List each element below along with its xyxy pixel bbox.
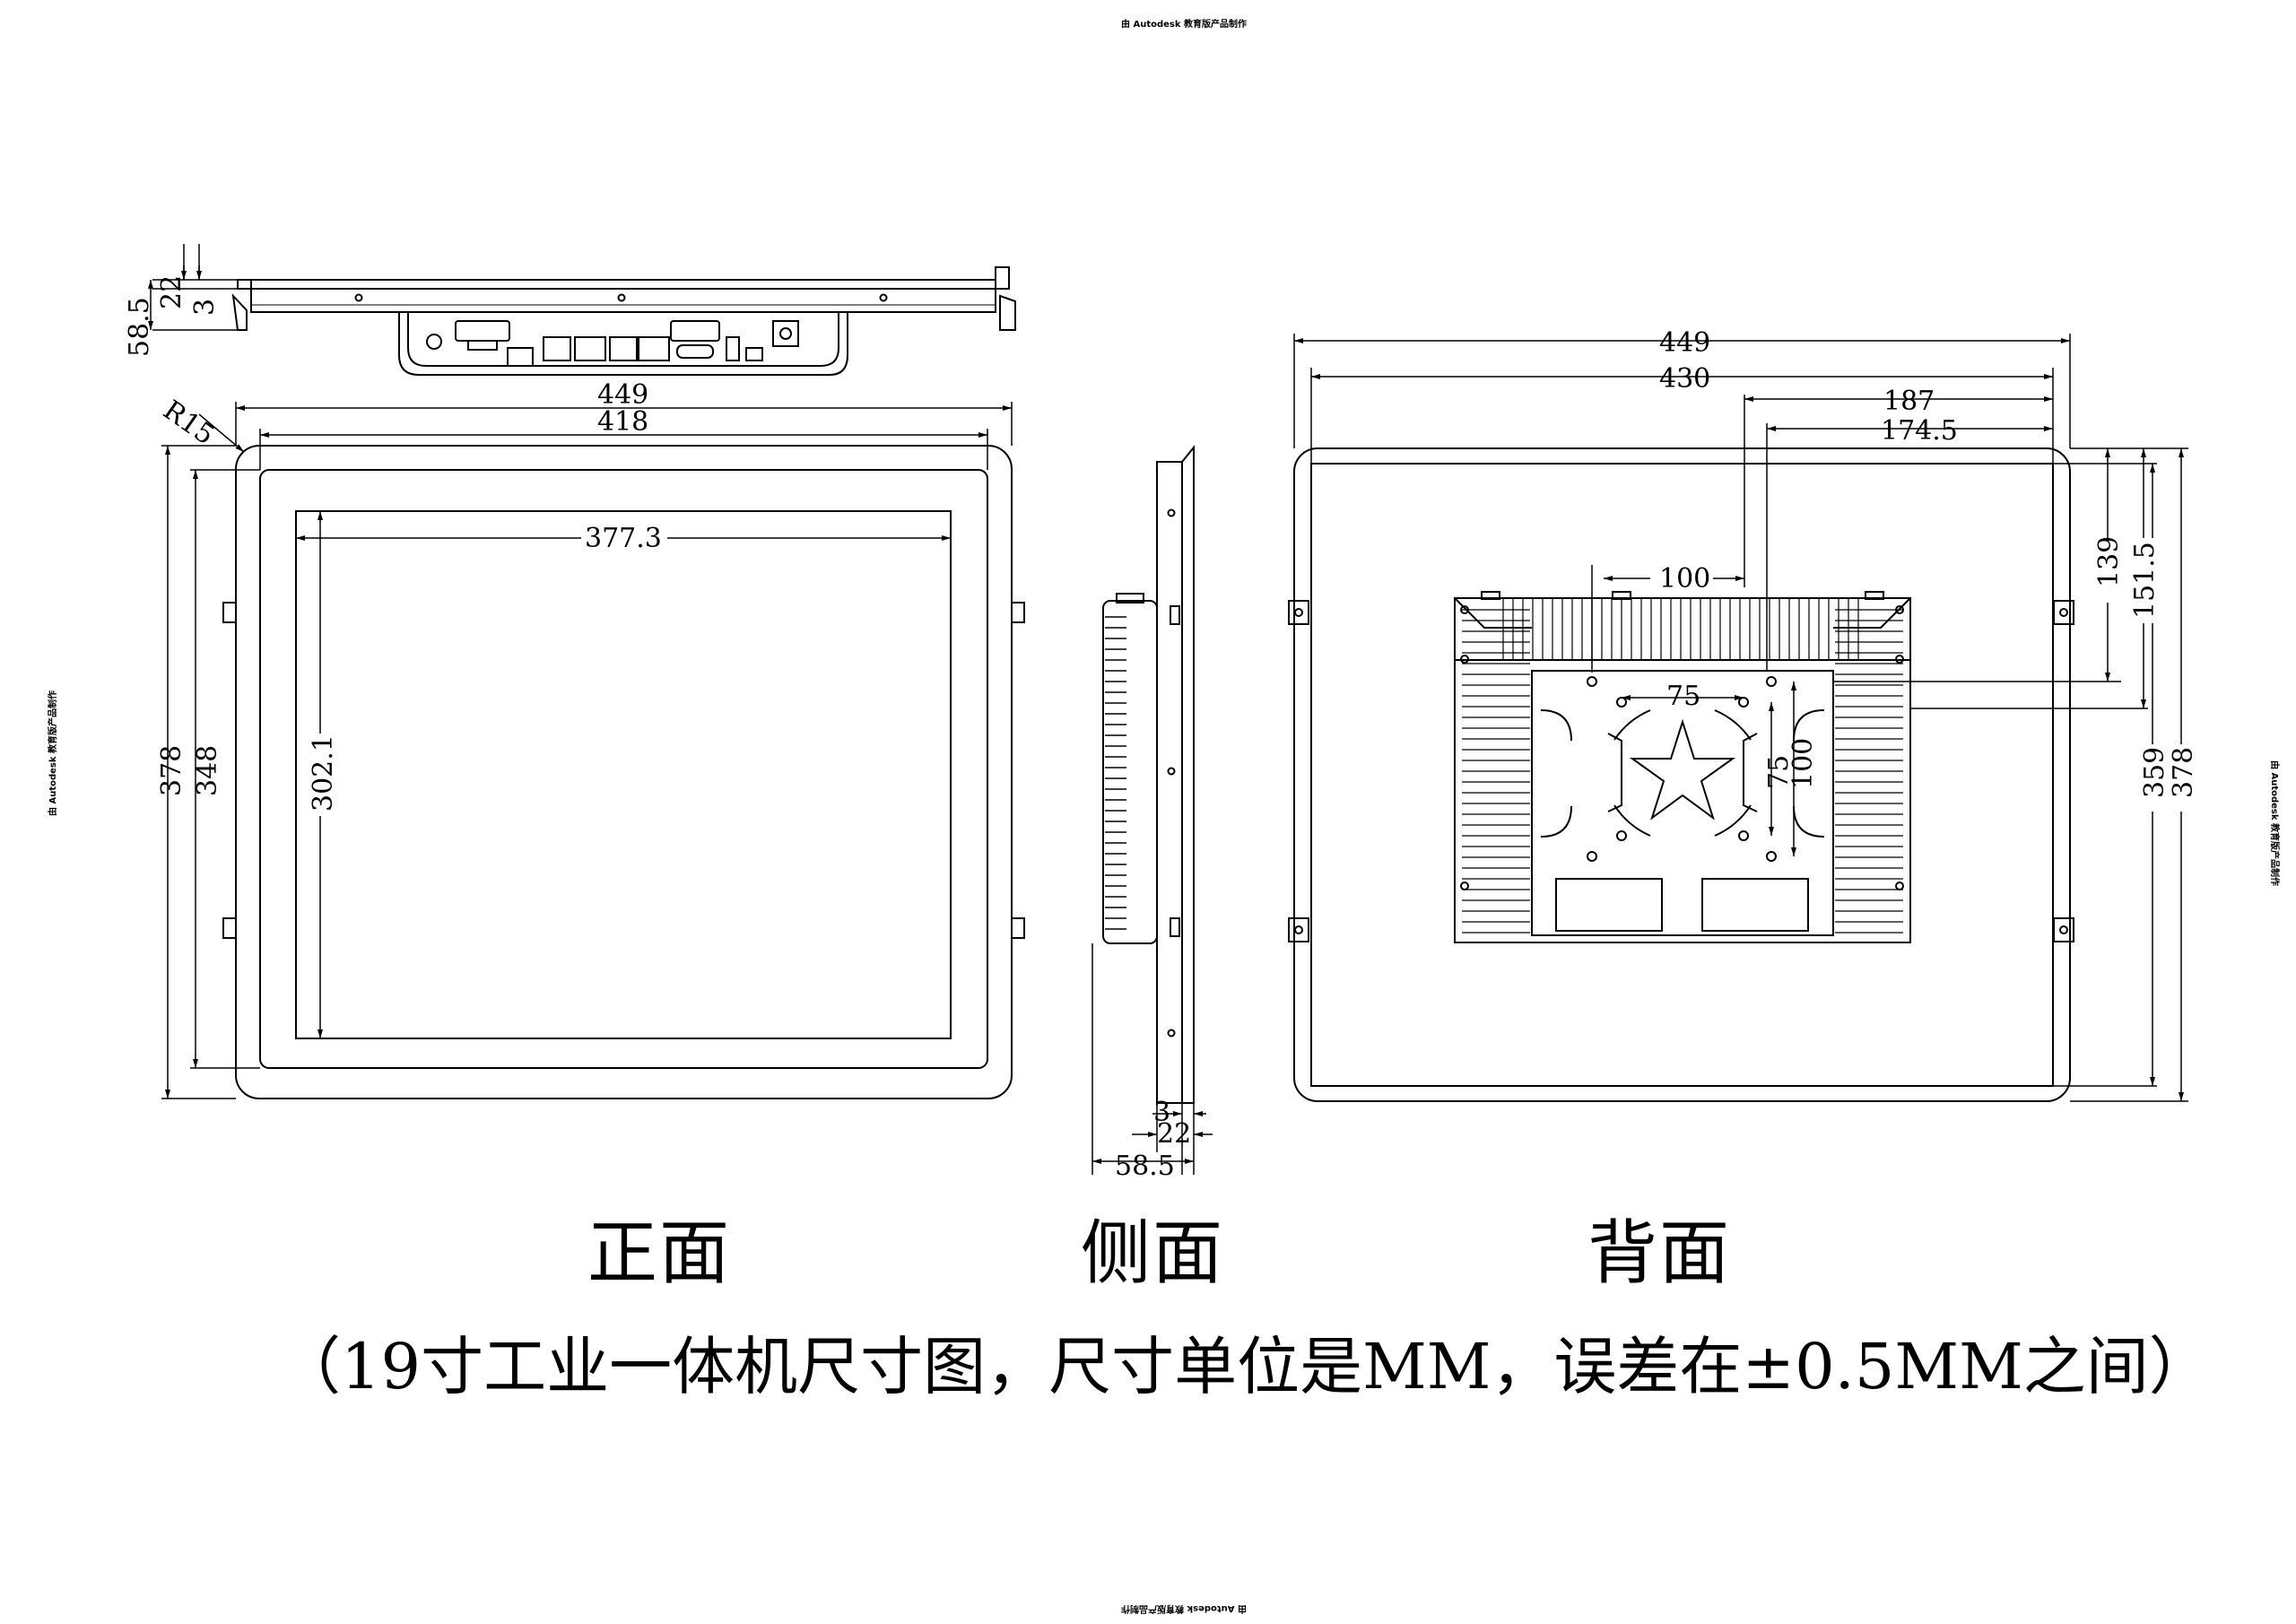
- side-fins: [1105, 616, 1126, 930]
- dim-back-100-v: 100: [1787, 738, 1819, 789]
- dim-top-3: 3: [189, 299, 221, 316]
- dim-back-100-h: 100: [1659, 563, 1710, 595]
- top-view: [231, 266, 1016, 376]
- dim-front-height-inner: 348: [192, 745, 223, 796]
- dim-side-3: 3: [1153, 1097, 1170, 1128]
- watermark-top: 由 Autodesk 教育版产品制作: [1121, 20, 1248, 30]
- back-view: [1288, 447, 2074, 1102]
- dim-back-378: 378: [2168, 747, 2199, 798]
- dim-front-width-outer: 449: [597, 379, 648, 411]
- dim-back-75-v: 75: [1763, 755, 1795, 789]
- dim-back-width-inner: 430: [1659, 363, 1710, 395]
- dim-front-width-inner: 418: [597, 406, 648, 438]
- dim-back-139: 139: [2093, 536, 2125, 587]
- side-view: [1102, 445, 1195, 1104]
- label-front-view: 正面: [587, 1213, 732, 1294]
- dim-front-radius: R15: [157, 395, 220, 452]
- dim-front-active-height: 302.1: [308, 734, 339, 812]
- dim-back-174-5: 174.5: [1881, 415, 1958, 447]
- back-fins-top: [1502, 598, 1859, 660]
- front-view-dimensions: [161, 402, 1013, 1099]
- label-back-view: 背面: [1587, 1213, 1732, 1294]
- side-view-dimensions: [1091, 943, 1213, 1175]
- back-fins-left: [1462, 609, 1530, 934]
- label-side-view: 侧面: [1081, 1213, 1225, 1294]
- back-fins-right: [1835, 609, 1903, 934]
- front-view: [222, 445, 1025, 1099]
- dim-back-75-h: 75: [1666, 681, 1700, 712]
- dim-side-22: 22: [1157, 1118, 1191, 1150]
- dim-side-58-5: 58.5: [1115, 1151, 1175, 1182]
- dim-back-width-outer: 449: [1659, 327, 1710, 359]
- dim-back-187: 187: [1883, 386, 1935, 417]
- dim-front-height-outer: 378: [156, 745, 187, 796]
- dim-back-151-5: 151.5: [2129, 542, 2161, 619]
- drawing-caption: （19寸工业一体机尺寸图，尺寸单位是MM，误差在±0.5MM之间）: [278, 1330, 2212, 1403]
- dim-top-58-5: 58.5: [124, 297, 155, 357]
- dim-top-22: 22: [156, 275, 187, 309]
- top-view-dimensions: [148, 244, 238, 331]
- dim-front-active-width: 377.3: [585, 523, 662, 554]
- dim-back-359: 359: [2139, 747, 2170, 798]
